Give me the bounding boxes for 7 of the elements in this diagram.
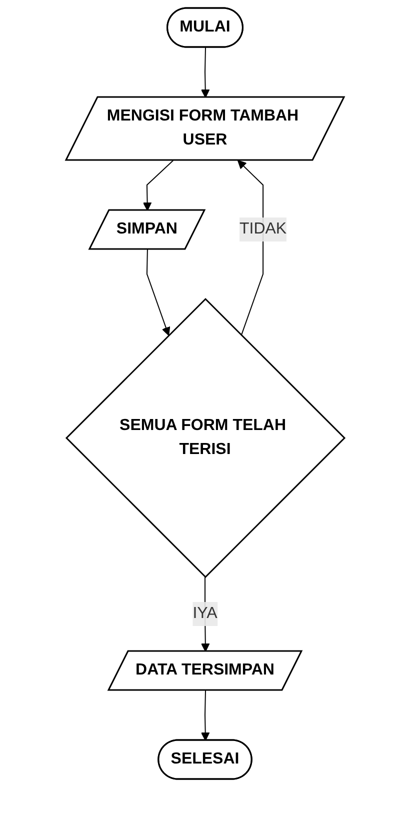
arrow	[146, 249, 170, 336]
arrow	[142, 160, 174, 211]
edge-label: TIDAK	[239, 220, 286, 238]
arrow	[200, 690, 210, 741]
arrow	[200, 47, 210, 98]
edge-label: IYA	[192, 605, 218, 622]
node-diamond: SEMUA FORM TELAH TERISI	[65, 298, 346, 578]
